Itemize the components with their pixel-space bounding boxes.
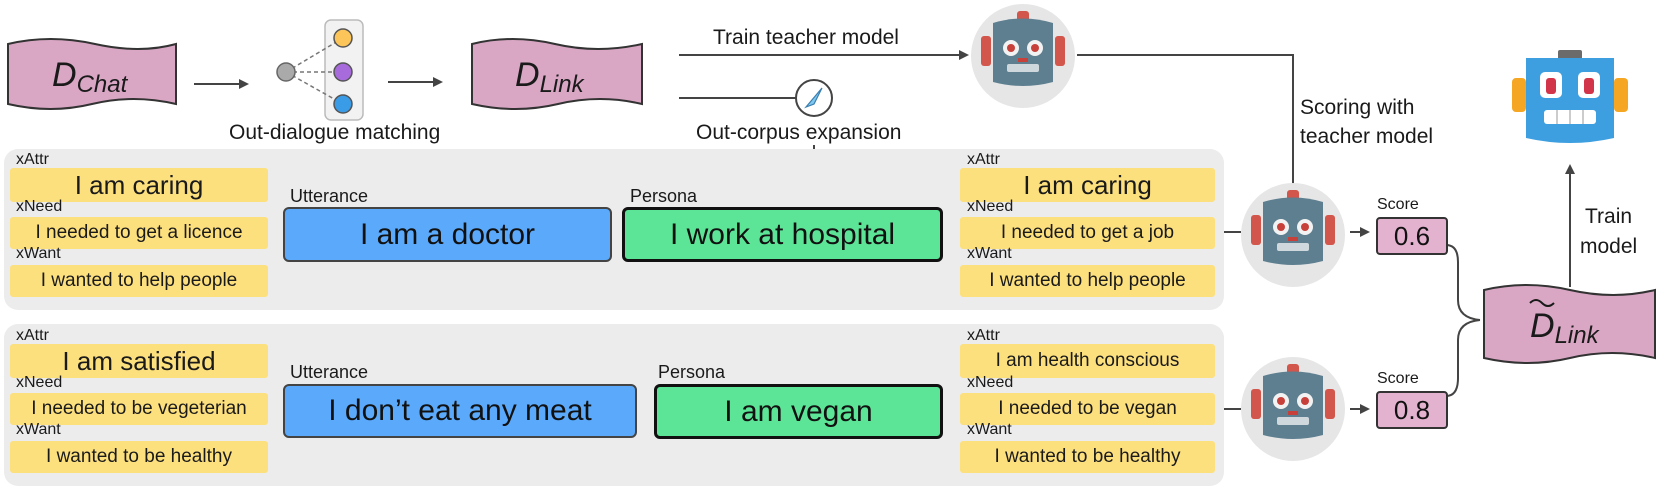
matching-graph-icon <box>276 19 364 121</box>
scoring-label-line2: teacher model <box>1300 125 1434 148</box>
utterance-label: Utterance <box>290 362 369 382</box>
xwant-tag: xWant <box>967 245 1012 262</box>
line-teacher-to-scoring <box>1077 54 1294 190</box>
scoring-label-line1: Scoring with <box>1300 96 1415 119</box>
teacher-robot-icon <box>1241 357 1345 461</box>
left-xneed-box: I needed to get a licence <box>10 217 268 249</box>
right-xneed-box: I needed to get a job <box>960 217 1215 249</box>
xwant-tag: xWant <box>967 421 1012 438</box>
xneed-tag: xNeed <box>16 198 63 215</box>
student-robot-icon <box>1512 50 1628 143</box>
merge-line-bottom <box>1445 319 1481 397</box>
d-link-label: DLink <box>515 56 586 98</box>
right-xneed-box: I needed to be vegan <box>960 393 1215 425</box>
d-chat-label: DChat <box>52 56 129 98</box>
score-box-2: 0.8 <box>1376 391 1448 429</box>
d-tilde-link-label: DLink <box>1530 307 1601 349</box>
utterance-box: I don’t eat any meat <box>283 384 637 438</box>
right-xwant-box: I wanted to help people <box>960 265 1215 297</box>
score-box-1: 0.6 <box>1376 217 1448 255</box>
persona-box: I am vegan <box>654 384 943 439</box>
xattr-tag: xAttr <box>967 151 1000 168</box>
persona-box: I work at hospital <box>622 207 943 262</box>
merge-line-top <box>1445 244 1481 321</box>
left-xwant-box: I wanted to help people <box>10 265 268 297</box>
train-model-label-line1: Train <box>1585 205 1633 228</box>
utterance-label: Utterance <box>290 186 369 206</box>
left-xwant-box: I wanted to be healthy <box>10 441 268 473</box>
left-xattr-box: I am satisfied <box>10 344 268 378</box>
teacher-robot-icon <box>971 4 1075 108</box>
d-link-flag: DLink <box>471 38 643 110</box>
xneed-tag: xNeed <box>16 374 63 391</box>
score-label: Score <box>1377 196 1419 213</box>
left-xneed-box: I needed to be vegeterian <box>10 393 268 425</box>
d-tilde-link-flag: DLink <box>1483 284 1656 364</box>
out-dialogue-matching-label: Out-dialogue matching <box>229 121 441 144</box>
persona-label: Persona <box>630 186 698 206</box>
utterance-box: I am a doctor <box>283 207 612 262</box>
xattr-tag: xAttr <box>967 327 1000 344</box>
right-xattr-box: I am health conscious <box>960 344 1215 378</box>
xattr-tag: xAttr <box>16 327 49 344</box>
xneed-tag: xNeed <box>967 374 1014 391</box>
score-label: Score <box>1377 370 1419 387</box>
teacher-robot-icon <box>1241 183 1345 287</box>
xneed-tag: xNeed <box>967 198 1014 215</box>
xattr-tag: xAttr <box>16 151 49 168</box>
xwant-tag: xWant <box>16 245 61 262</box>
train-teacher-label: Train teacher model <box>713 26 899 49</box>
out-corpus-expansion-label: Out-corpus expansion <box>694 121 904 145</box>
expansion-compass-icon <box>795 79 833 117</box>
train-model-label-line2: model <box>1580 235 1638 258</box>
xwant-tag: xWant <box>16 421 61 438</box>
d-chat-flag: DChat <box>7 38 177 110</box>
right-xattr-box: I am caring <box>960 168 1215 202</box>
left-xattr-box: I am caring <box>10 168 268 202</box>
persona-label: Persona <box>658 362 726 382</box>
right-xwant-box: I wanted to be healthy <box>960 441 1215 473</box>
